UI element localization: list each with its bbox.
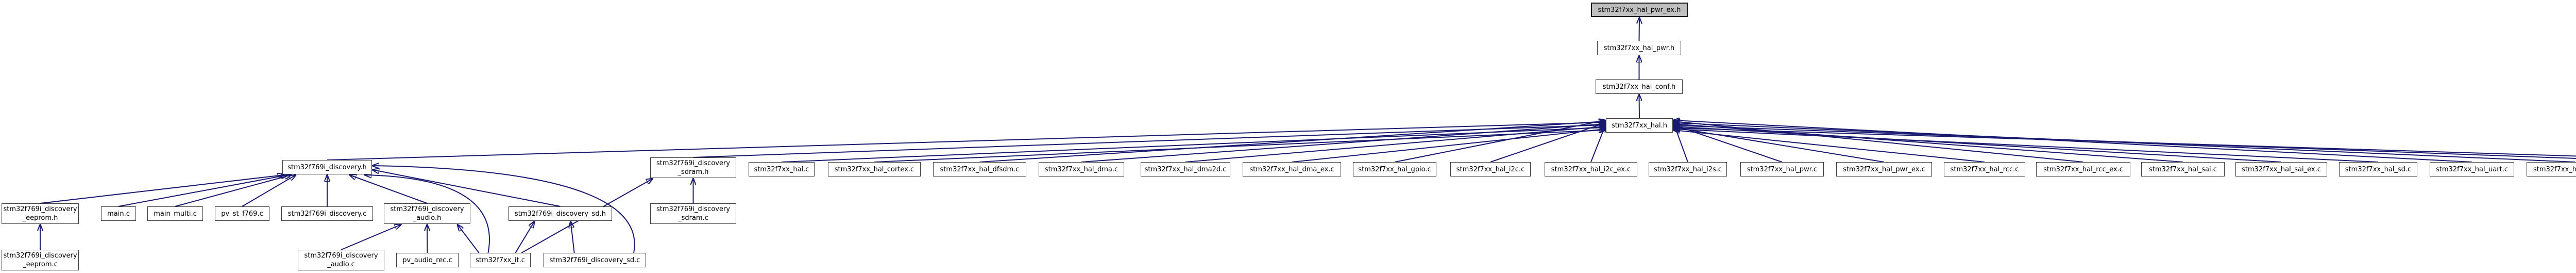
graph-node-sdram_c[interactable]: stm32f769i_discovery _sdram.c bbox=[650, 203, 736, 224]
edge-pv_st_c-to-disc_h bbox=[242, 175, 296, 207]
edge-hal_h-to-conf_h bbox=[1639, 94, 1640, 119]
graph-node-main_c[interactable]: main.c bbox=[101, 206, 136, 221]
edge-pwr_c-to-hal_h bbox=[1673, 125, 1783, 163]
edge-uart_c-to-hal_h bbox=[1673, 120, 2472, 163]
edge-main_multi_c-to-disc_h bbox=[175, 175, 291, 207]
edge-gpio_c-to-hal_h bbox=[1394, 120, 1605, 163]
graph-node-rcc_ex_c[interactable]: stm32f7xx_hal_rcc_ex.c bbox=[2036, 162, 2130, 176]
edge-dma_c-to-hal_h bbox=[1081, 124, 1605, 163]
edge-eeprom_h-to-disc_h bbox=[40, 175, 284, 204]
graph-node-i2s_c[interactable]: stm32f7xx_hal_i2s.c bbox=[1649, 162, 1727, 176]
graph-node-uart_c[interactable]: stm32f7xx_hal_uart.c bbox=[2430, 162, 2514, 176]
edge-sdram_h-to-hal_h bbox=[693, 125, 1606, 158]
graph-node-eeprom_c[interactable]: stm32f769i_discovery _eeprom.c bbox=[2, 250, 79, 270]
edge-sd_c-to-disc_h bbox=[372, 166, 635, 253]
graph-node-dma_c[interactable]: stm32f7xx_hal_dma.c bbox=[1039, 162, 1124, 176]
graph-node-pv_st_c[interactable]: pv_st_f769.c bbox=[215, 206, 269, 221]
graph-node-audio_c[interactable]: stm32f769i_discovery _audio.c bbox=[298, 250, 384, 270]
edge-pwr_h-to-pwr_ex_h bbox=[1639, 18, 1640, 41]
edge-hal_c-to-hal_h bbox=[781, 127, 1605, 163]
edge-it_c-to-audio_h bbox=[457, 224, 480, 253]
graph-node-audio_h[interactable]: stm32f769i_discovery _audio.h bbox=[384, 203, 470, 224]
graph-node-rcc_c[interactable]: stm32f7xx_hal_rcc.c bbox=[1944, 162, 2025, 176]
graph-node-pwr_h[interactable]: stm32f7xx_hal_pwr.h bbox=[1597, 41, 1681, 55]
graph-node-sai_c[interactable]: stm32f7xx_hal_sai.c bbox=[2141, 162, 2225, 176]
edge-ll_sdmmc_c-to-hal_h bbox=[1673, 128, 2576, 157]
edge-disc_h-to-hal_h bbox=[327, 122, 1605, 160]
graph-node-sd_c[interactable]: stm32f769i_discovery_sd.c bbox=[544, 253, 646, 267]
graph-node-uart_ex_c[interactable]: stm32f7xx_hal_uart_ex.c bbox=[2527, 162, 2576, 176]
edge-dma_ex_c-to-hal_h bbox=[1292, 129, 1606, 163]
graph-node-main_multi_c[interactable]: main_multi.c bbox=[147, 206, 203, 221]
graph-node-i2c_c[interactable]: stm32f7xx_hal_i2c.c bbox=[1450, 162, 1531, 176]
edge-cortex_c-to-hal_h bbox=[874, 130, 1605, 163]
graph-node-gpio_c[interactable]: stm32f7xx_hal_gpio.c bbox=[1353, 162, 1436, 176]
edge-rcc_c-to-hal_h bbox=[1673, 130, 1985, 163]
graph-node-dma_ex_c[interactable]: stm32f7xx_hal_dma_ex.c bbox=[1243, 162, 1341, 176]
graph-node-hal_c[interactable]: stm32f7xx_hal.c bbox=[749, 162, 815, 176]
edge-it_c-to-disc_h bbox=[365, 175, 490, 253]
graph-node-sai_ex_c[interactable]: stm32f7xx_hal_sai_ex.c bbox=[2235, 162, 2327, 176]
graph-node-sdram_h[interactable]: stm32f769i_discovery _sdram.h bbox=[650, 157, 736, 178]
graph-node-eeprom_h[interactable]: stm32f769i_discovery _eeprom.h bbox=[2, 203, 79, 224]
edge-dma2d_c-to-hal_h bbox=[1185, 126, 1605, 163]
graph-node-dfsdm_c[interactable]: stm32f7xx_hal_dfsdm.c bbox=[933, 162, 1026, 176]
graph-node-sd_hal_c[interactable]: stm32f7xx_hal_sd.c bbox=[2339, 162, 2417, 176]
edge-sd_c-to-sd_h bbox=[571, 221, 575, 253]
graph-node-hal_h[interactable]: stm32f7xx_hal.h bbox=[1606, 118, 1673, 133]
graph-node-dma2d_c[interactable]: stm32f7xx_hal_dma2d.c bbox=[1141, 162, 1230, 176]
graph-node-disc_c[interactable]: stm32f769i_discovery.c bbox=[281, 206, 373, 221]
edge-sd_h-to-disc_h bbox=[372, 170, 561, 207]
edge-it_c-to-sd_h bbox=[515, 221, 535, 253]
graph-node-pwr_ex_c[interactable]: stm32f7xx_hal_pwr_ex.c bbox=[1836, 162, 1932, 176]
edge-main_c-to-disc_h bbox=[118, 175, 287, 207]
graph-node-pv_audio_c[interactable]: pv_audio_rec.c bbox=[396, 253, 459, 267]
edge-audio_h-to-disc_h bbox=[350, 175, 428, 204]
graph-node-pwr_c[interactable]: stm32f7xx_hal_pwr.c bbox=[1740, 162, 1824, 176]
graph-node-disc_h[interactable]: stm32f769i_discovery.h bbox=[282, 160, 372, 174]
edge-audio_c-to-audio_h bbox=[341, 224, 401, 250]
edge-pv_audio_c-to-audio_h bbox=[427, 224, 428, 253]
edge-i2c_ex_c-to-hal_h bbox=[1590, 125, 1605, 163]
graph-node-it_c[interactable]: stm32f7xx_it.c bbox=[470, 253, 531, 267]
graph-node-pwr_ex_h[interactable]: stm32f7xx_hal_pwr_ex.h bbox=[1591, 3, 1688, 17]
edge-dfsdm_c-to-hal_h bbox=[979, 121, 1606, 163]
edge-i2c_c-to-hal_h bbox=[1490, 123, 1605, 163]
graph-node-i2c_ex_c[interactable]: stm32f7xx_hal_i2c_ex.c bbox=[1545, 162, 1637, 176]
edge-sai_ex_c-to-hal_h bbox=[1673, 126, 2282, 163]
edge-sd_hal_c-to-hal_h bbox=[1673, 129, 2379, 163]
graph-node-sd_h[interactable]: stm32f769i_discovery_sd.h bbox=[509, 206, 612, 221]
graph-node-cortex_c[interactable]: stm32f7xx_hal_cortex.c bbox=[828, 162, 921, 176]
graph-node-conf_h[interactable]: stm32f7xx_hal_conf.h bbox=[1596, 79, 1683, 94]
